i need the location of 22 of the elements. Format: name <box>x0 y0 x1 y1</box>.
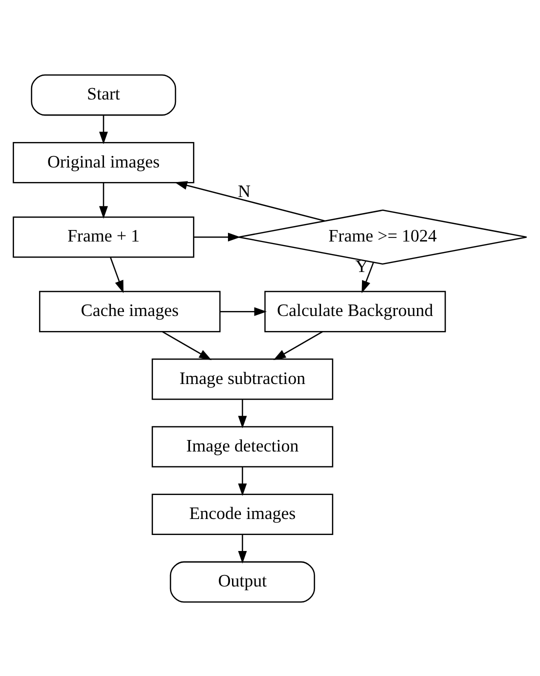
arrow <box>273 330 323 360</box>
arrow <box>174 180 325 221</box>
arrow <box>238 534 247 564</box>
arrow <box>99 182 108 218</box>
node-box: Encode images <box>152 493 334 535</box>
arrow <box>220 306 267 316</box>
node-box: Frame + 1 <box>12 216 194 258</box>
arrow <box>362 262 374 293</box>
node-box: Image detection <box>152 426 334 467</box>
node-box: Start <box>30 74 176 116</box>
arrow <box>194 232 240 241</box>
arrow <box>110 256 124 293</box>
node-box: Output <box>170 560 316 602</box>
arrow <box>99 114 108 144</box>
node-box: Calculate Background <box>264 290 446 332</box>
node-box: Image subtraction <box>152 358 334 400</box>
arrow <box>238 466 247 496</box>
node-box: Cache images <box>39 290 221 332</box>
edge-label: N <box>238 180 251 201</box>
node-box: Original images <box>12 141 194 183</box>
arrow <box>238 398 247 428</box>
arrow <box>162 330 212 360</box>
